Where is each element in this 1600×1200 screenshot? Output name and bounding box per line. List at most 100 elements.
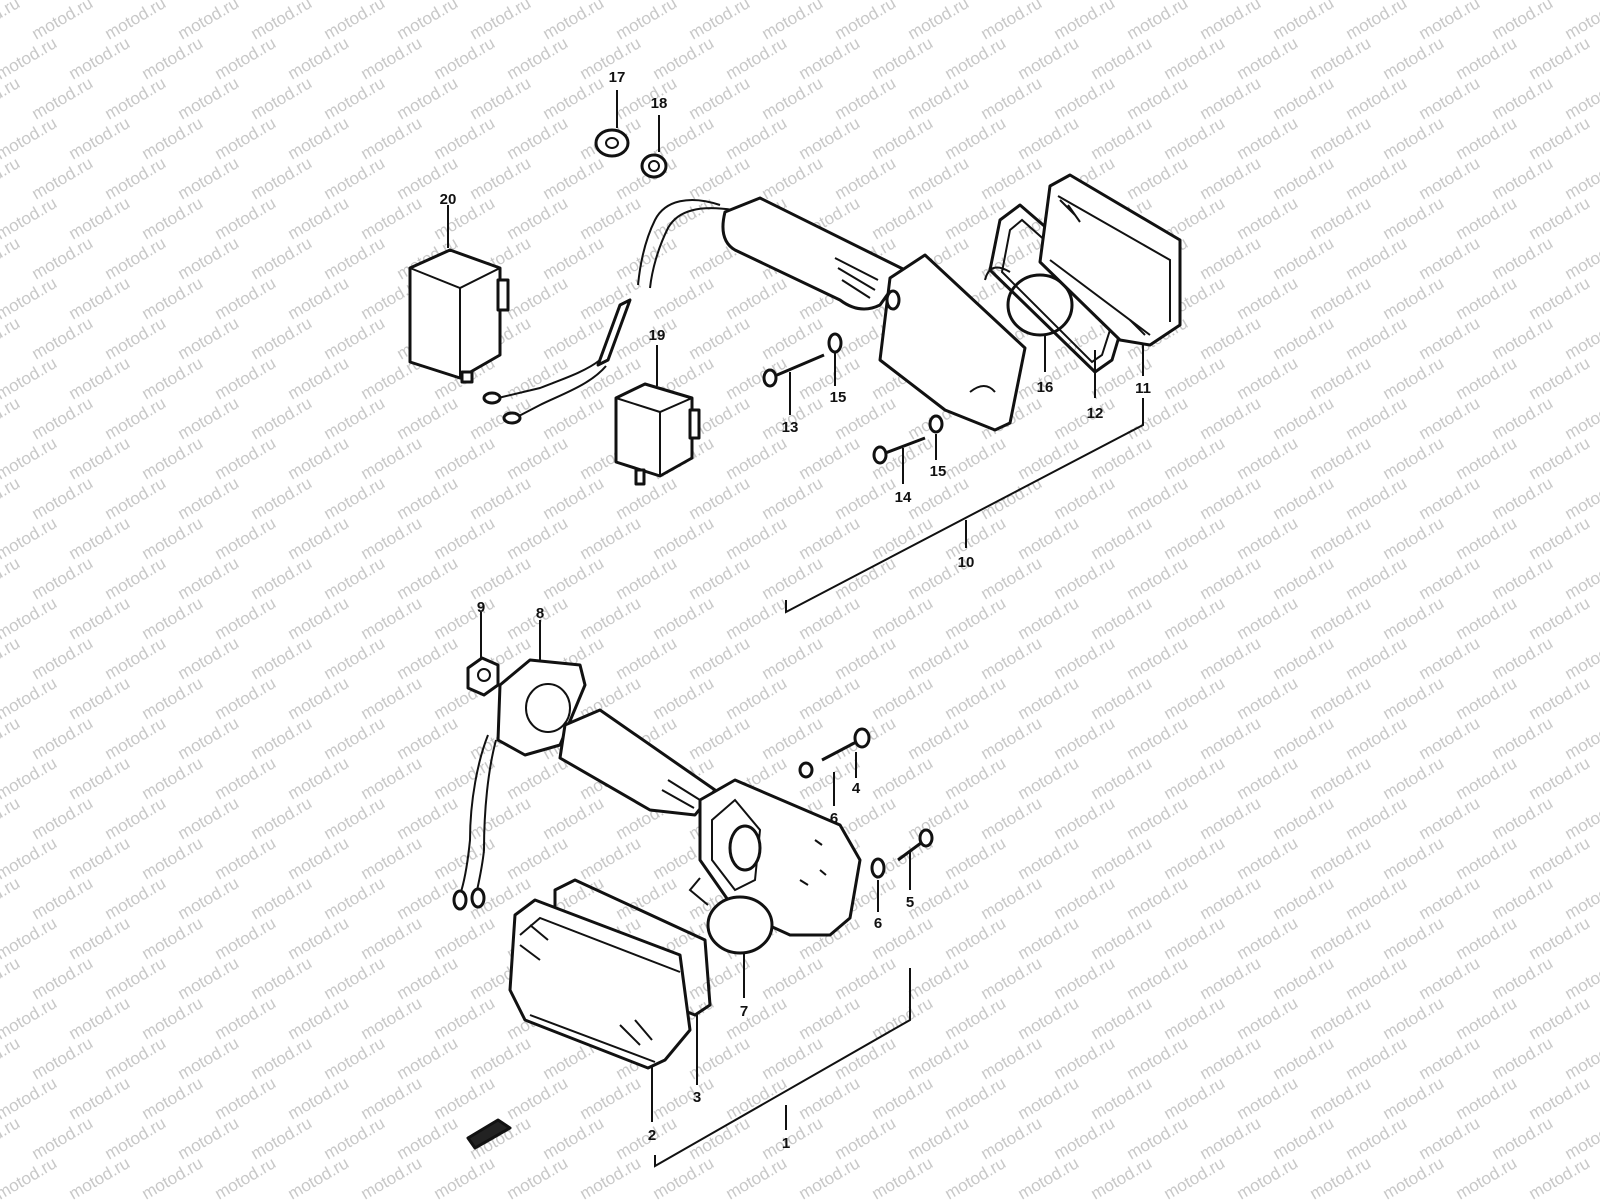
lens-part-2	[508, 898, 692, 1070]
watermark-text: motod.ru	[66, 913, 134, 963]
watermark-text: motod.ru	[942, 753, 1010, 803]
watermark-text: motod.ru	[723, 273, 791, 323]
watermark-text: motod.ru	[248, 953, 316, 1003]
watermark-text: motod.ru	[1380, 433, 1448, 483]
watermark-text: motod.ru	[285, 193, 353, 243]
watermark-text: motod.ru	[29, 1113, 97, 1163]
watermark-text: motod.ru	[285, 593, 353, 643]
watermark-text: motod.ru	[1526, 753, 1594, 803]
watermark-text: motod.ru	[1416, 873, 1484, 923]
watermark-text: motod.ru	[1161, 753, 1229, 803]
watermark-text: motod.ru	[942, 593, 1010, 643]
lens-part-11	[1038, 173, 1182, 347]
watermark-text: motod.ru	[869, 673, 937, 723]
watermark-text: motod.ru	[504, 753, 572, 803]
watermark-text: motod.ru	[102, 793, 170, 843]
watermark-text: motod.ru	[650, 513, 718, 563]
screw-part-5	[897, 828, 934, 862]
watermark-text: motod.ru	[942, 113, 1010, 163]
watermark-text: motod.ru	[942, 673, 1010, 723]
watermark-text: motod.ru	[759, 73, 827, 123]
watermark-text: motod.ru	[66, 193, 134, 243]
watermark-text: motod.ru	[212, 113, 280, 163]
watermark-text: motod.ru	[832, 153, 900, 203]
watermark-text: motod.ru	[1088, 33, 1156, 83]
watermark-text: motod.ru	[540, 1113, 608, 1163]
watermark-text: motod.ru	[0, 153, 23, 203]
watermark-text: motod.ru	[175, 1113, 243, 1163]
watermark-text: motod.ru	[358, 193, 426, 243]
watermark-text: motod.ru	[650, 1153, 718, 1200]
watermark-text: motod.ru	[613, 553, 681, 603]
watermark-text: motod.ru	[978, 153, 1046, 203]
watermark-text: motod.ru	[1197, 233, 1265, 283]
watermark-text: motod.ru	[431, 913, 499, 963]
watermark-text: motod.ru	[1197, 1033, 1265, 1083]
watermark-text: motod.ru	[905, 0, 973, 43]
watermark-text: motod.ru	[1380, 913, 1448, 963]
watermark-text: motod.ru	[1197, 553, 1265, 603]
watermark-text: motod.ru	[1307, 113, 1375, 163]
watermark-text: motod.ru	[1343, 313, 1411, 363]
watermark-text: motod.ru	[467, 553, 535, 603]
watermark-text: motod.ru	[978, 793, 1046, 843]
watermark-text: motod.ru	[139, 593, 207, 643]
watermark-text: motod.ru	[1416, 473, 1484, 523]
watermark-text: motod.ru	[467, 793, 535, 843]
callout-3: 3	[693, 1089, 701, 1106]
watermark-text: motod.ru	[248, 473, 316, 523]
watermark-text: motod.ru	[686, 1033, 754, 1083]
watermark-text: motod.ru	[905, 1033, 973, 1083]
callout-18: 18	[651, 95, 668, 112]
watermark-text: motod.ru	[467, 73, 535, 123]
watermark-text: motod.ru	[978, 953, 1046, 1003]
watermark-text: motod.ru	[175, 633, 243, 683]
watermark-text: motod.ru	[212, 33, 280, 83]
watermark-text: motod.ru	[869, 113, 937, 163]
watermark-text: motod.ru	[139, 113, 207, 163]
watermark-text: motod.ru	[723, 33, 791, 83]
callout-12: 12	[1087, 405, 1104, 422]
nut-part-17	[594, 128, 630, 158]
watermark-text: motod.ru	[66, 113, 134, 163]
watermark-text: motod.ru	[394, 0, 462, 43]
watermark-text: motod.ru	[29, 873, 97, 923]
watermark-text: motod.ru	[1453, 593, 1521, 643]
leader-lines	[447, 90, 1144, 1168]
watermark-text: motod.ru	[1489, 393, 1557, 443]
watermark-text: motod.ru	[1270, 313, 1338, 363]
watermark-text: motod.ru	[0, 1033, 23, 1083]
watermark-text: motod.ru	[175, 73, 243, 123]
watermark-text: motod.ru	[321, 313, 389, 363]
watermark-text: motod.ru	[175, 233, 243, 283]
watermark-text: motod.ru	[723, 433, 791, 483]
watermark-text: motod.ru	[832, 1113, 900, 1163]
watermark-text: motod.ru	[321, 873, 389, 923]
bulb-part-7	[688, 877, 774, 955]
watermark-text: motod.ru	[29, 0, 97, 43]
watermark-text: motod.ru	[1124, 633, 1192, 683]
watermark-text: motod.ru	[1161, 513, 1229, 563]
watermark-text: motod.ru	[1526, 593, 1594, 643]
watermark-text: motod.ru	[175, 793, 243, 843]
watermark-text: motod.ru	[1051, 953, 1119, 1003]
watermark-text: motod.ru	[1234, 593, 1302, 643]
watermark-text: motod.ru	[1234, 353, 1302, 403]
watermark-text: motod.ru	[1453, 113, 1521, 163]
watermark-text: motod.ru	[467, 1033, 535, 1083]
watermark-text: motod.ru	[212, 833, 280, 883]
watermark-text: motod.ru	[796, 33, 864, 83]
watermark-text: motod.ru	[978, 633, 1046, 683]
watermark-text: motod.ru	[1234, 273, 1302, 323]
watermark-text: motod.ru	[1343, 793, 1411, 843]
watermark-text: motod.ru	[102, 713, 170, 763]
watermark-text: motod.ru	[358, 113, 426, 163]
watermark-text: motod.ru	[540, 313, 608, 363]
watermark-text: motod.ru	[1526, 913, 1594, 963]
watermark-text: motod.ru	[905, 793, 973, 843]
washer-part-15-upper	[827, 332, 843, 354]
watermark-text: motod.ru	[248, 553, 316, 603]
watermark-text: motod.ru	[540, 73, 608, 123]
watermark-text: motod.ru	[102, 1113, 170, 1163]
watermark-text: motod.ru	[796, 433, 864, 483]
